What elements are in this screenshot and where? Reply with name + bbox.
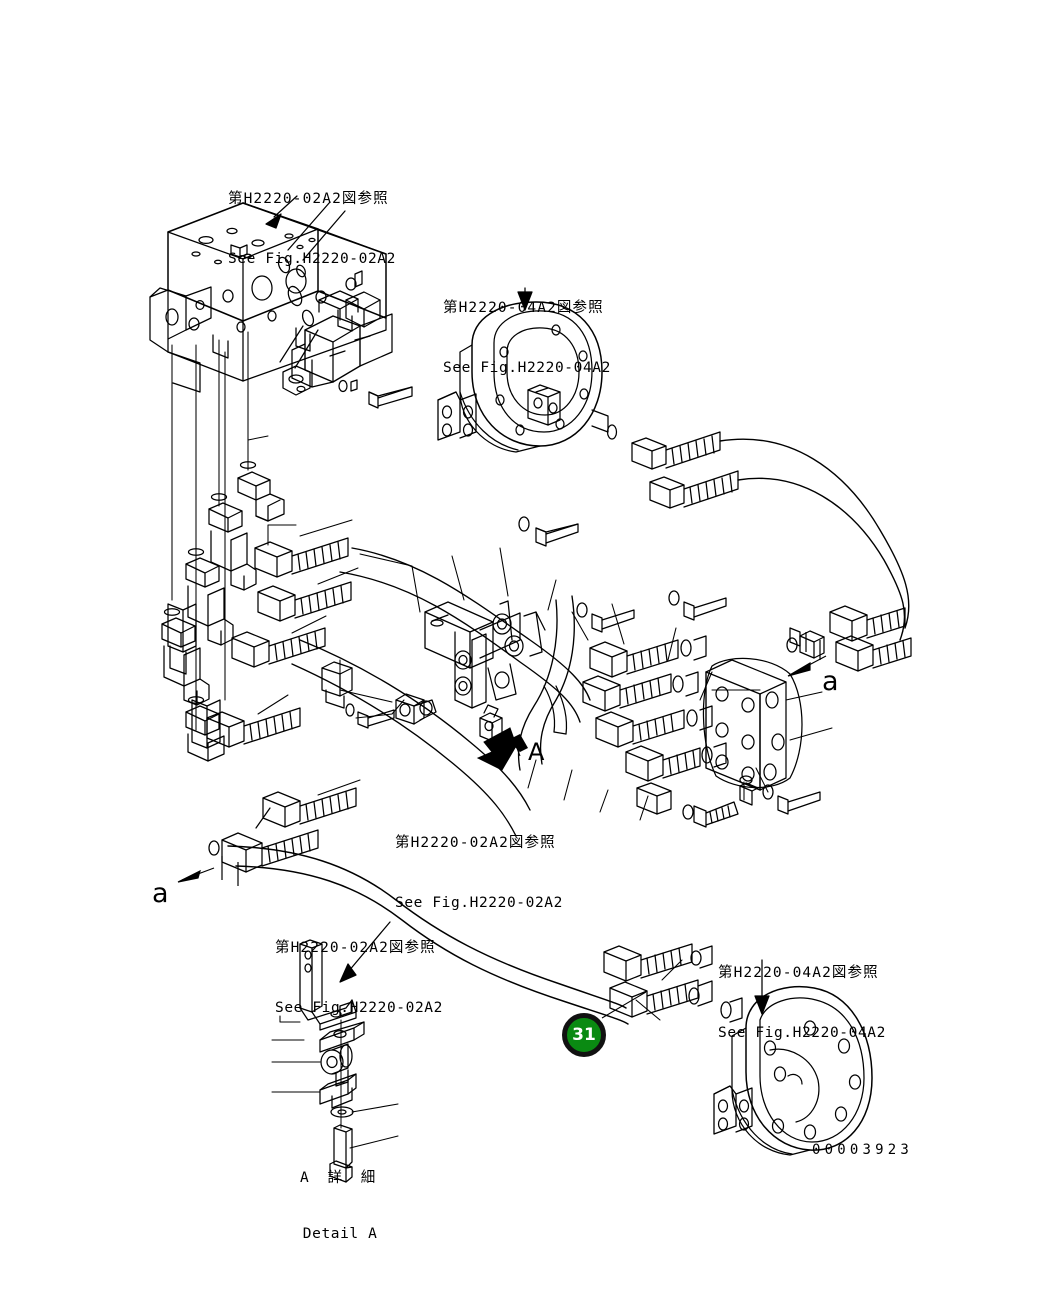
- detail-a-leaders: [271, 1015, 399, 1149]
- hose-bank-center-4: [625, 745, 701, 782]
- hose-end-fitting-left-3: [231, 627, 326, 668]
- drawing-number: 00003923: [812, 1142, 914, 1158]
- leader-arrow-top-left: [265, 195, 298, 229]
- hose-bank-center-1: [589, 639, 679, 678]
- ref-h2220-04a2-bottom-en: See Fig.H2220-04A2: [718, 1025, 886, 1042]
- elbow-fitting-group-5: [185, 696, 225, 762]
- ref-h2220-04a2-bottom-jp: 第H2220-04A2図参照: [718, 964, 879, 981]
- ref-h2220-02a2-top: 第H2220-02A2図参照 See Fig.H2220-02A2: [228, 148, 396, 310]
- detail-a-caption: A 詳 細 Detail A: [300, 1131, 380, 1282]
- ref-h2220-02a2-bottom: 第H2220-02A2図参照 See Fig.H2220-02A2: [275, 897, 443, 1059]
- section-mark-a-left: a: [152, 878, 169, 909]
- ref-h2220-04a2-top-jp: 第H2220-04A2図参照: [443, 299, 604, 316]
- hose-bank-center-2: [582, 673, 672, 712]
- fitting-nipples-right: [786, 630, 825, 659]
- bell-housing-upper: [437, 301, 618, 453]
- detail-a-caption-jp: A 詳 細: [300, 1169, 381, 1186]
- detail-a-caption-en: Detail A: [302, 1226, 378, 1243]
- detail-a-clamp-body: [320, 1043, 353, 1087]
- elbow-fitting-group-2: [208, 493, 257, 591]
- ref-h2220-02a2-mid: 第H2220-02A2図参照 See Fig.H2220-02A2: [395, 792, 563, 954]
- elbow-fitting-group-1: [237, 461, 285, 522]
- exploded-guide-lines-left: [171, 435, 269, 601]
- hose-end-fitting-left-2: [257, 581, 352, 622]
- plug-fitting-lower-left-2: [191, 699, 221, 749]
- ref-h2220-02a2-top-en: See Fig.H2220-02A2: [228, 251, 396, 268]
- hex-bolts-upper: [338, 379, 413, 409]
- hose-end-fitting-bottom-right-2: [609, 979, 699, 1018]
- manifold-plate-center: [702, 657, 803, 791]
- elbow-fitting-group-4: [161, 608, 210, 706]
- detail-a-clip: [319, 1073, 357, 1109]
- small-clamp-center-left: [395, 693, 437, 725]
- leader-arrow-detail-a: [339, 921, 391, 983]
- small-bracket-center-left: [321, 661, 353, 709]
- hose-fitting-right-bank-lower: [835, 635, 912, 672]
- hose-end-fitting-bottom-left: [208, 829, 319, 873]
- hose-elbow-near-arrow: [543, 685, 568, 735]
- hose-bank-center-3: [595, 709, 685, 748]
- plug-fitting-lower-left: [167, 603, 197, 675]
- ref-h2220-02a2-mid-jp: 第H2220-02A2図参照: [395, 834, 556, 851]
- part-callout-31-number: 31: [572, 1024, 596, 1045]
- hose-curves-center: [291, 547, 591, 837]
- detail-a-clamp-plate: [319, 1021, 365, 1053]
- flange-housing-lower-right: [713, 985, 873, 1156]
- leader-arrow-bell-housing: [517, 287, 533, 311]
- main-hose-route-lower: [227, 845, 629, 1025]
- solenoid-valve-assembly: [282, 290, 393, 396]
- leader-lines-left-bank: [257, 519, 361, 796]
- leader-arrow-flange-lower-right: [754, 959, 770, 1015]
- hose-end-fitting-left-1: [254, 537, 349, 578]
- part-callout-31[interactable]: 31: [562, 1013, 606, 1057]
- leader-line-bottom-left-hose: [255, 807, 271, 829]
- ref-h2220-02a2-bottom-jp: 第H2220-02A2図参照: [275, 939, 436, 956]
- ref-h2220-02a2-top-jp: 第H2220-02A2図参照: [228, 190, 389, 207]
- connector-nipples-center: [672, 635, 727, 768]
- detail-a-bolt: [329, 1124, 353, 1183]
- hose-bank-center-5: [636, 782, 672, 815]
- section-mark-a-right: a: [822, 666, 839, 697]
- exploded-orifice-parts: [277, 201, 346, 369]
- ref-h2220-04a2-top-en: See Fig.H2220-04A2: [443, 360, 611, 377]
- hose-run-upper-right: [719, 438, 910, 641]
- ref-h2220-04a2-bottom: 第H2220-04A2図参照 See Fig.H2220-04A2: [718, 922, 886, 1084]
- plug-below-manifold: [739, 775, 759, 806]
- ref-h2220-04a2-top: 第H2220-04A2図参照 See Fig.H2220-04A2: [443, 257, 611, 419]
- elbow-fitting-group-3: [185, 548, 234, 646]
- view-arrow-label-a: A: [528, 738, 545, 766]
- small-bolt-center-left: [345, 703, 395, 729]
- hose-end-fitting-left-4: [206, 707, 301, 748]
- hose-clamp-bracket-center: [424, 600, 546, 709]
- threaded-stud-center: [682, 801, 739, 828]
- detail-a-bracket: [299, 939, 357, 1031]
- ref-h2220-02a2-mid-en: See Fig.H2220-02A2: [395, 895, 563, 912]
- hose-end-fitting-left-5: [262, 787, 357, 828]
- hose-end-fitting-bottom-right-1: [603, 943, 693, 982]
- connector-nipples-bottom-right: [688, 945, 743, 1023]
- ref-h2220-02a2-bottom-en: See Fig.H2220-02A2: [275, 1000, 443, 1017]
- main-control-valve-block: [149, 202, 387, 393]
